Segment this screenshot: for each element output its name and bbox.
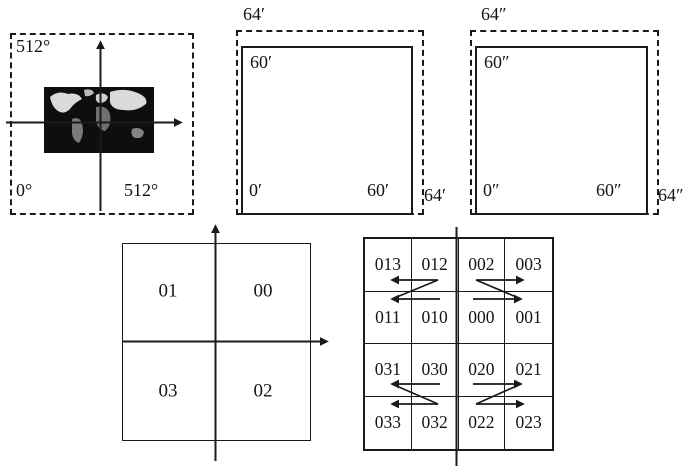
morton-cell: 001 — [505, 292, 552, 344]
geo-origin-label: 0° — [16, 180, 33, 200]
minute-inner-box — [241, 46, 413, 215]
minute-inner-right-label: 60′ — [367, 180, 389, 200]
quadrant-cell-02: 02 — [253, 380, 273, 402]
minute-origin-label: 0′ — [249, 180, 262, 200]
morton-cell: 000 — [458, 291, 506, 344]
morton-cell: 031 — [365, 344, 412, 397]
morton-cell: 032 — [412, 396, 459, 449]
minute-top-label: 64′ — [243, 4, 265, 24]
world-map-graphic — [44, 87, 154, 153]
quadrant-cell-00: 00 — [253, 280, 273, 302]
quadrant-cell-01: 01 — [158, 280, 178, 302]
morton-cell: 030 — [411, 344, 459, 397]
second-outer-right-label: 64″ — [658, 185, 684, 205]
geo-bottom-right-label: 512° — [124, 180, 159, 200]
quadrant-cell-03: 03 — [158, 380, 178, 402]
second-inner-top-label: 60″ — [484, 52, 510, 72]
second-inner-right-label: 60″ — [596, 180, 622, 200]
quadrant-square — [122, 243, 311, 441]
morton-cell: 022 — [459, 396, 506, 449]
second-inner-box — [475, 46, 648, 215]
morton-cell: 023 — [515, 412, 542, 433]
morton-cell: 011 — [365, 291, 412, 344]
minute-inner-top-label: 60′ — [250, 52, 272, 72]
geo-top-left-label: 512° — [16, 36, 51, 56]
morton-cell: 012 — [411, 239, 459, 292]
morton-cell: 033 — [365, 396, 412, 449]
second-origin-label: 0″ — [483, 180, 500, 200]
second-top-label: 64″ — [481, 4, 507, 24]
morton-cell: 021 — [505, 344, 552, 397]
morton-cell: 010 — [411, 291, 459, 344]
morton-cell: 002 — [458, 239, 506, 292]
morton-cell: 020 — [458, 344, 506, 397]
minute-outer-right-label: 64′ — [424, 185, 446, 205]
world-map-image — [44, 87, 154, 153]
morton-grid: 013 012 002 003 011 010 000 001 031 030 … — [363, 237, 554, 451]
geo-extent-box — [10, 33, 194, 215]
morton-cell: 013 — [365, 239, 412, 292]
morton-cell: 003 — [505, 239, 552, 292]
